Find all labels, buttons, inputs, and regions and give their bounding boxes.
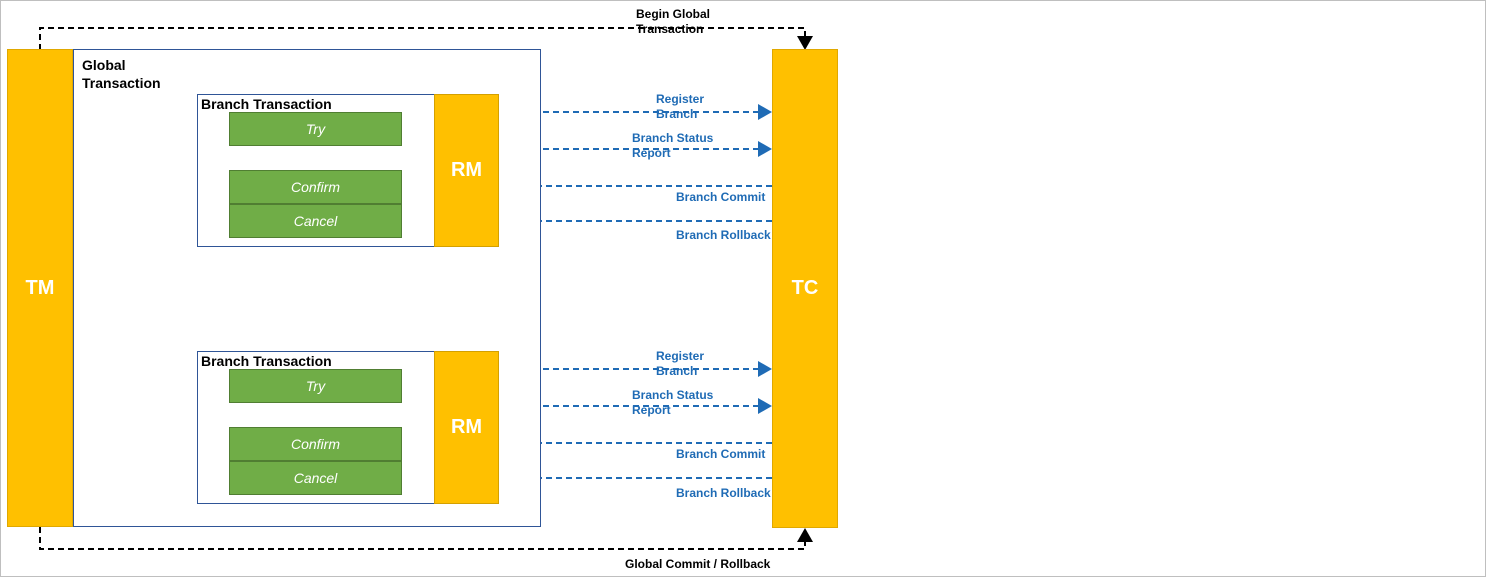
try-operation: Try (229, 369, 402, 403)
branch-status-report-label: Branch Status Report (632, 131, 714, 160)
try-label: Try (305, 378, 326, 394)
cancel-label: Cancel (293, 470, 338, 486)
branch-rollback-label: Branch Rollback (676, 486, 771, 500)
global-commit-rollback-label: Global Commit / Rollback (625, 557, 771, 571)
cancel-operation: Cancel (229, 461, 402, 495)
begin-global-transaction-arrow (39, 27, 813, 50)
try-operation: Try (229, 112, 402, 146)
tc-label: TC (791, 277, 819, 299)
confirm-label: Confirm (290, 436, 340, 452)
tc-bar: TC (772, 49, 838, 528)
tm-label: TM (25, 276, 55, 299)
try-label: Try (305, 121, 326, 137)
cancel-operation: Cancel (229, 204, 402, 238)
confirm-label: Confirm (290, 179, 340, 195)
cancel-label: Cancel (293, 213, 338, 229)
global-transaction-title: Global Transaction (82, 57, 161, 91)
begin-global-transaction-label: Begin Global Transaction (636, 7, 711, 36)
branch-commit-label: Branch Commit (676, 190, 766, 204)
confirm-operation: Confirm (229, 427, 402, 461)
rm-label: RM (450, 416, 483, 438)
rm-block: RM (434, 94, 499, 247)
branch-transaction-title: Branch Transaction (201, 353, 332, 369)
register-branch-label: Register Branch (656, 349, 705, 378)
global-commit-rollback-arrow (39, 527, 813, 550)
rm-label: RM (450, 159, 483, 181)
branch-status-report-label: Branch Status Report (632, 388, 714, 417)
branch-rollback-label: Branch Rollback (676, 228, 771, 242)
confirm-operation: Confirm (229, 170, 402, 204)
register-branch-label: Register Branch (656, 92, 705, 121)
rm-block: RM (434, 351, 499, 504)
branch-transaction-title: Branch Transaction (201, 96, 332, 112)
tm-bar: TM (7, 49, 73, 527)
branch-commit-label: Branch Commit (676, 447, 766, 461)
